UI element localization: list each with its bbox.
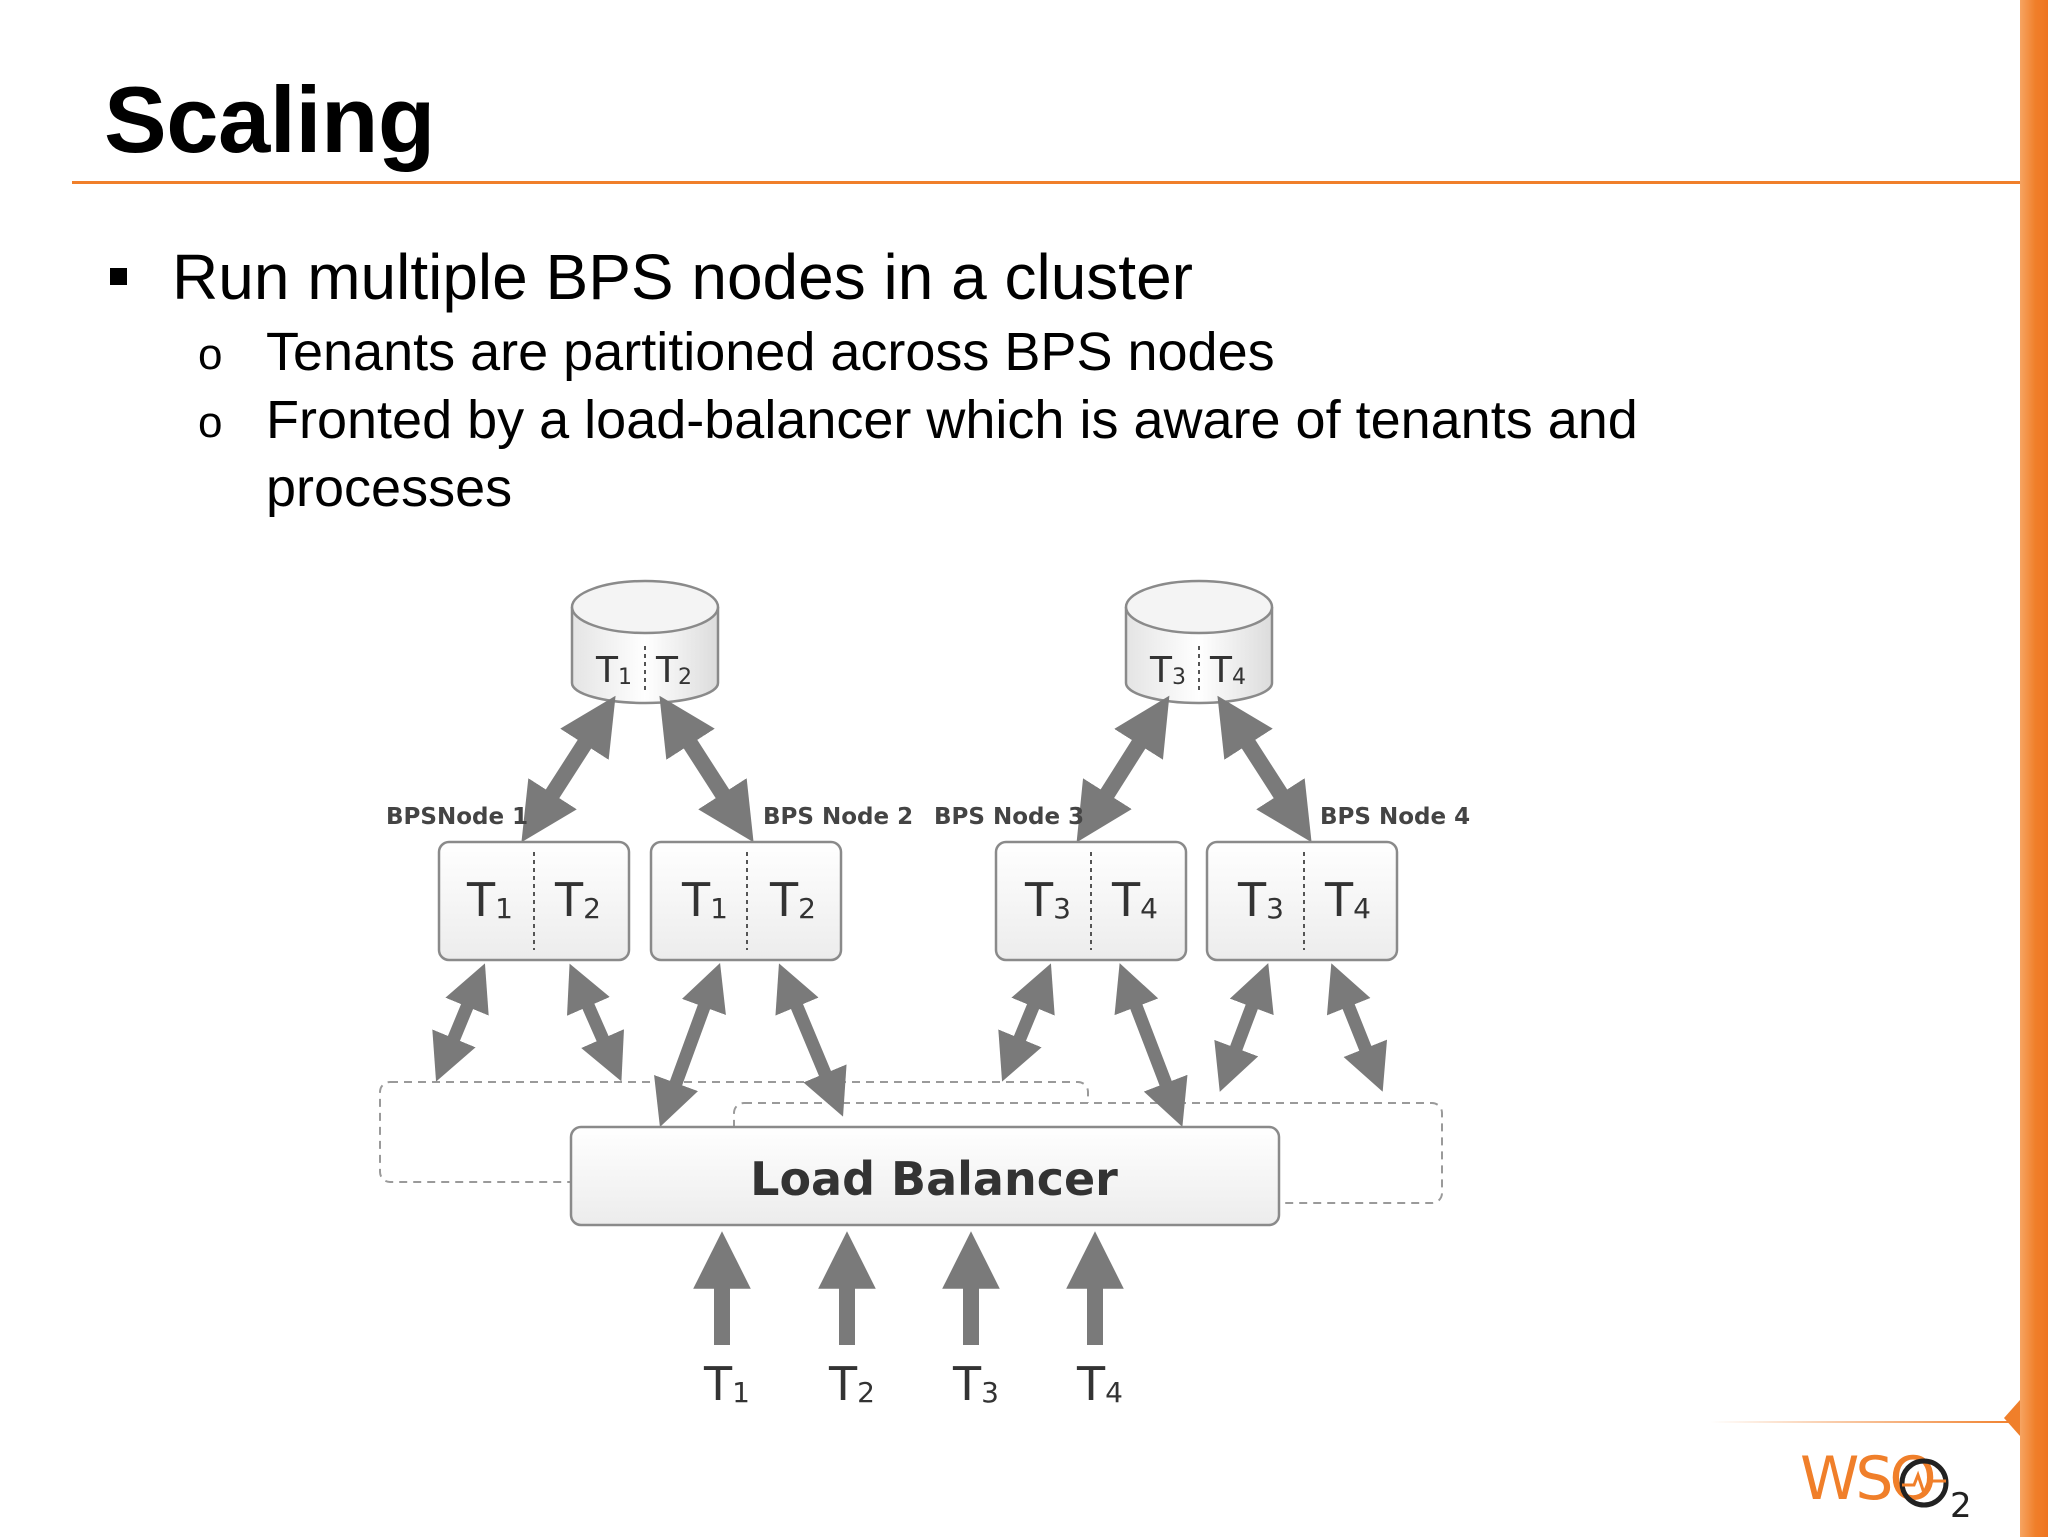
bps-node-1: T1 T2 — [437, 840, 631, 962]
sub-bullet-circle-icon: o — [198, 398, 223, 447]
svg-text:T3: T3 — [1237, 873, 1284, 927]
title-divider — [72, 181, 2020, 184]
brand-side-bar — [2020, 0, 2048, 1537]
bps-node-3: T3 T4 — [994, 840, 1188, 962]
node-lb-arrow — [1214, 963, 1274, 1092]
node-lb-arrow — [567, 963, 624, 1082]
db-sub: 4 — [1232, 665, 1246, 690]
db-label: T — [595, 650, 619, 691]
footer-divider — [1710, 1421, 2020, 1423]
svg-text:T1: T1 — [681, 873, 728, 927]
tenant-input-label: T1 — [703, 1357, 750, 1411]
svg-text:T2: T2 — [554, 873, 601, 927]
sub-bullet-item: Fronted by a load-balancer which is awar… — [266, 390, 1638, 450]
tenant-input-label: T2 — [828, 1357, 875, 1411]
db-label: T — [1149, 650, 1173, 691]
db-node-arrow — [1076, 695, 1170, 843]
sub-bullet-item: Tenants are partitioned across BPS nodes — [266, 322, 1275, 382]
svg-text:T3: T3 — [1024, 873, 1071, 927]
node-name-2: BPS Node 2 — [763, 804, 913, 830]
node-name-3: BPS Node 3 — [934, 804, 1084, 830]
database-2: T3 T4 — [1124, 579, 1274, 705]
load-balancer-label: Load Balancer — [750, 1152, 1118, 1206]
node-lb-arrow — [654, 963, 726, 1127]
db-node-arrow — [521, 695, 616, 843]
db-label: T — [1209, 650, 1233, 691]
node-name-1: BPSNode 1 — [386, 804, 528, 830]
database-1: T1 T2 — [570, 579, 720, 705]
db-sub: 1 — [618, 665, 632, 690]
node-lb-arrow — [1326, 963, 1388, 1092]
node-lb-arrow — [998, 963, 1055, 1082]
db-node-arrow — [1217, 695, 1312, 843]
db-sub: 2 — [678, 665, 692, 690]
wso2-logo: WSO 2 — [1800, 1444, 1972, 1523]
brand-notch — [2004, 1400, 2020, 1436]
svg-text:T4: T4 — [1324, 873, 1371, 927]
logo-ring-icon — [1899, 1458, 1949, 1508]
svg-text:T3: T3 — [1149, 650, 1186, 691]
db-node-arrow — [659, 695, 754, 843]
svg-text:T4: T4 — [1209, 650, 1246, 691]
bullet-item: Run multiple BPS nodes in a cluster — [172, 241, 1193, 313]
sub-bullet-continuation: processes — [266, 458, 513, 518]
bullet-square-icon — [110, 268, 127, 285]
node-name-4: BPS Node 4 — [1320, 804, 1470, 830]
node-lb-arrow — [775, 963, 847, 1117]
tenant-input-label: T4 — [1076, 1357, 1123, 1411]
svg-text:T2: T2 — [655, 650, 692, 691]
tenant-input-label: T3 — [952, 1357, 999, 1411]
svg-text:T4: T4 — [1111, 873, 1158, 927]
logo-subscript: 2 — [1950, 1486, 1972, 1523]
bps-node-4: T3 T4 — [1205, 840, 1399, 962]
page-title: Scaling — [104, 67, 435, 172]
db-sub: 3 — [1172, 665, 1186, 690]
node-lb-arrow — [1114, 963, 1188, 1127]
sub-bullet-circle-icon: o — [198, 330, 223, 379]
svg-text:T1: T1 — [595, 650, 632, 691]
load-balancer: Load Balancer — [569, 1125, 1281, 1227]
node-lb-arrow — [432, 963, 489, 1082]
bps-node-2: T1 T2 — [649, 840, 843, 962]
svg-text:T1: T1 — [466, 873, 513, 927]
db-label: T — [655, 650, 679, 691]
logo-pulse-icon — [1902, 1470, 1946, 1498]
svg-text:T2: T2 — [769, 873, 816, 927]
